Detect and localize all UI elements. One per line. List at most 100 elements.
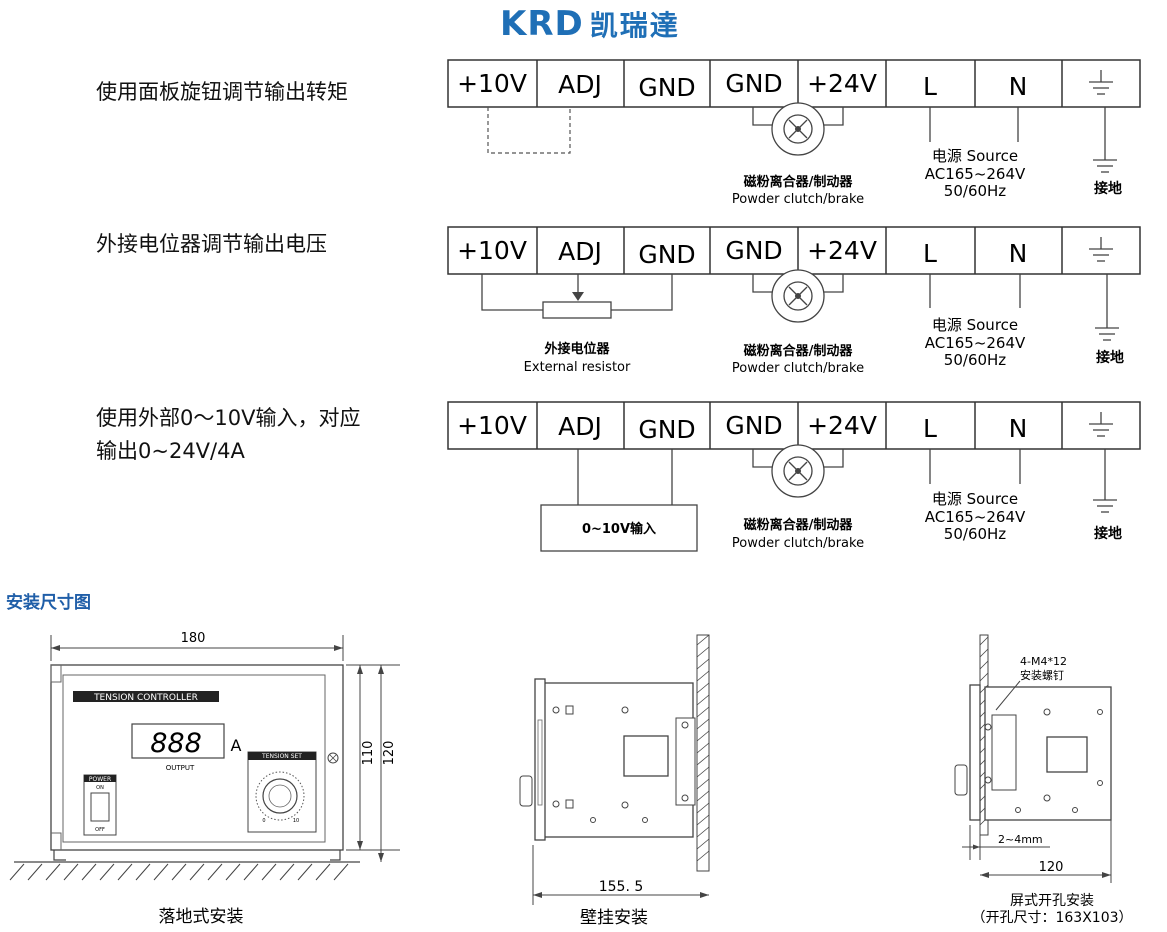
ground-icon <box>1092 499 1118 513</box>
panel-caption-2: （开孔尺寸：163X103） <box>971 910 1132 926</box>
terminal-gnd-1: GND <box>638 415 695 444</box>
panel-mount-drawing: 4-M4*12 安装螺钉 2~4mm 120 <box>954 634 1112 883</box>
panel-caption-1: 屏式开孔安装 <box>1010 893 1094 909</box>
row1-description: 使用面板旋钮调节输出转矩 <box>96 76 348 109</box>
row1-desc-line: 使用面板旋钮调节输出转矩 <box>96 80 348 104</box>
terminal-24v: +24V <box>807 236 877 265</box>
power-label-1: 电源 Source <box>932 147 1018 165</box>
power-label-1: 电源 Source <box>932 316 1018 334</box>
row3-description: 使用外部0～10V输入，对应 输出0~24V/4A <box>96 402 360 468</box>
power-switch[interactable] <box>90 792 110 822</box>
ground-terminal-icon <box>1088 412 1114 437</box>
power-label-1: 电源 Source <box>932 490 1018 508</box>
floor-mount-drawing: 180 TENSION CONTROLLER 888 A OUTPUT POWE… <box>9 631 400 881</box>
floor-dim-inner: 110 <box>361 741 376 766</box>
logo: KRD 凯瑞達 <box>500 2 680 46</box>
wall-hatch <box>696 634 710 862</box>
display-unit: A <box>231 736 242 755</box>
power-label-3: 50/60Hz <box>944 351 1007 369</box>
row3-desc-line-2: 输出0~24V/4A <box>96 439 245 463</box>
terminal-adj: ADJ <box>558 412 602 441</box>
knob-max: 10 <box>293 818 299 824</box>
terminal-24v: +24V <box>807 411 877 440</box>
wiring-diagrams: +10V ADJ GND GND +24V L N 磁粉离合器/制动器 Powd… <box>447 59 1141 552</box>
wall-mount-drawing: 155. 5 <box>519 634 710 905</box>
terminal-n: N <box>1009 239 1028 268</box>
digital-display <box>131 723 225 759</box>
floor-dim-width: 180 <box>181 631 206 646</box>
clutch-icon-row2 <box>752 269 844 323</box>
ground-label: 接地 <box>1094 525 1122 542</box>
clutch-label-cn: 磁粉离合器/制动器 <box>744 517 854 533</box>
clutch-label-en: Powder clutch/brake <box>732 192 864 207</box>
display-digits: 888 <box>150 728 202 759</box>
screw-label-1: 4-M4*12 <box>1020 655 1067 668</box>
terminal-gnd-2: GND <box>725 236 782 265</box>
knob-min: 0 <box>262 818 265 824</box>
terminal-n: N <box>1009 72 1028 101</box>
row2-description: 外接电位器调节输出电压 <box>96 228 327 261</box>
floor-caption: 落地式安装 <box>159 907 244 927</box>
terminal-adj: ADJ <box>558 237 602 266</box>
terminal-24v: +24V <box>807 69 877 98</box>
jumper-link <box>487 107 571 154</box>
power-switch-off: OFF <box>95 827 105 833</box>
screw-label-2: 安装螺钉 <box>1020 668 1064 682</box>
terminal-gnd-2: GND <box>725 69 782 98</box>
terminal-l: L <box>923 239 937 268</box>
wall-dim-depth: 155. 5 <box>599 879 644 895</box>
install-section-title: 安装尺寸图 <box>6 593 91 613</box>
potentiometer-icon <box>481 274 673 319</box>
terminal-gnd-1: GND <box>638 240 695 269</box>
floor-hatch <box>9 863 349 881</box>
panel-dim-gap: 2~4mm <box>998 833 1043 846</box>
clutch-label-en: Powder clutch/brake <box>732 536 864 551</box>
ground-label: 接地 <box>1096 349 1124 366</box>
panel-dim-width: 120 <box>1039 860 1064 875</box>
ground-terminal-icon <box>1088 70 1114 95</box>
panel-label-plate <box>73 691 219 702</box>
power-switch-on: ON <box>96 785 104 791</box>
potentiometer-label-en: External resistor <box>524 360 631 375</box>
power-label-3: 50/60Hz <box>944 182 1007 200</box>
terminal-adj: ADJ <box>558 70 602 99</box>
wall-caption: 壁挂安装 <box>580 908 648 928</box>
terminal-gnd-1: GND <box>638 73 695 102</box>
power-label-2: AC165~264V <box>925 508 1026 526</box>
terminal-l: L <box>923 414 937 443</box>
terminal-block-row1: +10V ADJ GND GND +24V L N <box>447 59 1141 108</box>
terminal-10v: +10V <box>457 69 527 98</box>
panel-hatch <box>979 636 989 826</box>
power-switch-label: POWER <box>89 776 111 783</box>
row2-desc-line: 外接电位器调节输出电压 <box>96 232 327 256</box>
logo-brand: KRD <box>500 4 584 44</box>
clutch-icon-row1 <box>752 102 844 156</box>
ground-icon <box>1092 159 1118 173</box>
clutch-icon-row3 <box>752 444 844 498</box>
knob-label: TENSION SET <box>261 753 302 760</box>
tension-knob[interactable] <box>262 778 298 814</box>
clutch-label-cn: 磁粉离合器/制动器 <box>744 343 854 359</box>
input-box-label: 0~10V输入 <box>582 521 656 537</box>
power-label-3: 50/60Hz <box>944 525 1007 543</box>
logo-chinese: 凯瑞達 <box>589 9 680 42</box>
ground-terminal-icon <box>1088 237 1114 262</box>
terminal-n: N <box>1009 414 1028 443</box>
terminal-10v: +10V <box>457 236 527 265</box>
clutch-label-cn: 磁粉离合器/制动器 <box>744 174 854 190</box>
ground-label: 接地 <box>1094 180 1122 197</box>
terminal-gnd-2: GND <box>725 411 782 440</box>
terminal-10v: +10V <box>457 411 527 440</box>
power-label-2: AC165~264V <box>925 334 1026 352</box>
clutch-label-en: Powder clutch/brake <box>732 361 864 376</box>
input-box <box>540 504 698 552</box>
power-label-2: AC165~264V <box>925 165 1026 183</box>
terminal-block-row3: +10V ADJ GND GND +24V L N <box>447 401 1141 450</box>
potentiometer-label-cn: 外接电位器 <box>543 341 610 357</box>
panel-label: TENSION CONTROLLER <box>93 693 198 703</box>
row3-desc-line-1: 使用外部0～10V输入，对应 <box>96 406 361 430</box>
ground-icon <box>1094 327 1120 341</box>
terminal-block-row2: +10V ADJ GND GND +24V L N <box>447 226 1141 275</box>
floor-dim-outer: 120 <box>382 741 397 766</box>
install-drawings: 180 TENSION CONTROLLER 888 A OUTPUT POWE… <box>9 631 1133 928</box>
